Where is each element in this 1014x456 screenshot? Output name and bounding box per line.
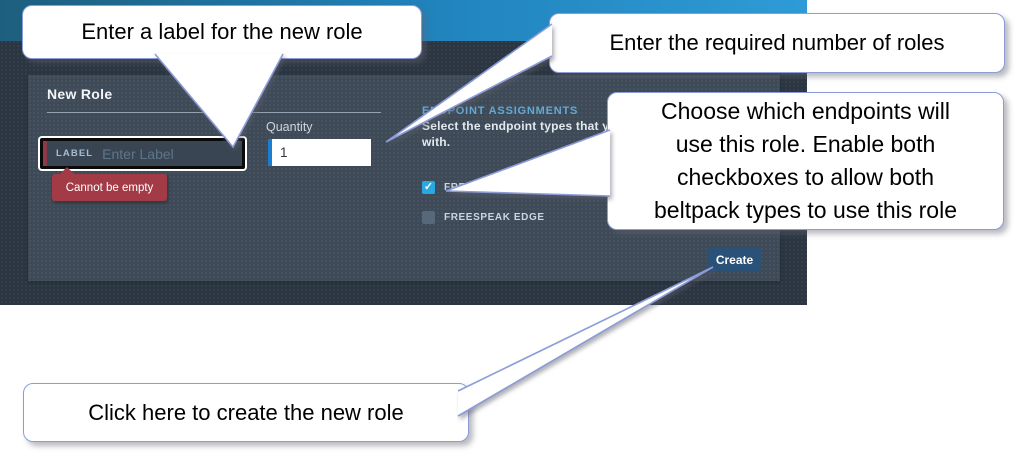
callout-enter-label: Enter a label for the new role <box>22 5 422 59</box>
endpoint-assignments-title: ENDPOINT ASSIGNMENTS <box>422 105 579 117</box>
callout-create: Click here to create the new role <box>23 383 469 442</box>
quantity-label: Quantity <box>266 120 313 134</box>
callout-text: beltpack types to use this role <box>654 197 957 223</box>
callout-text: Choose which endpoints will <box>661 98 950 124</box>
quantity-accent-bar <box>268 139 272 166</box>
callout-text: checkboxes to allow both <box>677 164 934 190</box>
label-field-caption: LABEL <box>56 148 94 159</box>
freespeak-ii-checkbox[interactable]: ✓ <box>422 181 435 194</box>
label-field-placeholder: Enter Label <box>102 145 174 162</box>
callout-text: Enter a label for the new role <box>81 19 363 44</box>
label-input[interactable]: LABEL Enter Label <box>40 138 245 169</box>
callout-endpoints: Choose which endpoints will use this rol… <box>607 92 1004 230</box>
callout-text: use this role. Enable both <box>675 131 936 157</box>
create-button[interactable]: Create <box>708 248 761 271</box>
freespeak-edge-checkbox[interactable] <box>422 211 435 224</box>
error-tooltip-text: Cannot be empty <box>65 181 154 194</box>
checkbox-row-freespeak-edge: FREESPEAK EDGE <box>422 211 545 224</box>
quantity-input[interactable]: 1 <box>268 139 371 166</box>
freespeak-edge-label: FREESPEAK EDGE <box>444 212 545 223</box>
check-icon: ✓ <box>423 181 434 193</box>
error-tooltip: Cannot be empty <box>52 167 167 201</box>
error-accent-bar <box>43 141 47 166</box>
quantity-value: 1 <box>280 145 288 160</box>
callout-text: Enter the required number of roles <box>609 30 945 55</box>
callout-quantity: Enter the required number of roles <box>549 13 1005 73</box>
error-tooltip-arrow-icon <box>59 167 75 175</box>
endpoint-description-line1: Select the endpoint types that y <box>422 119 610 133</box>
freespeak-ii-label: FREESPEAK II <box>444 182 521 193</box>
callout-text: Click here to create the new role <box>88 399 404 425</box>
divider <box>47 112 381 113</box>
endpoint-description-line2: with. <box>422 135 451 149</box>
checkbox-row-freespeak-ii: ✓ FREESPEAK II <box>422 181 521 194</box>
panel-title: New Role <box>47 86 113 102</box>
